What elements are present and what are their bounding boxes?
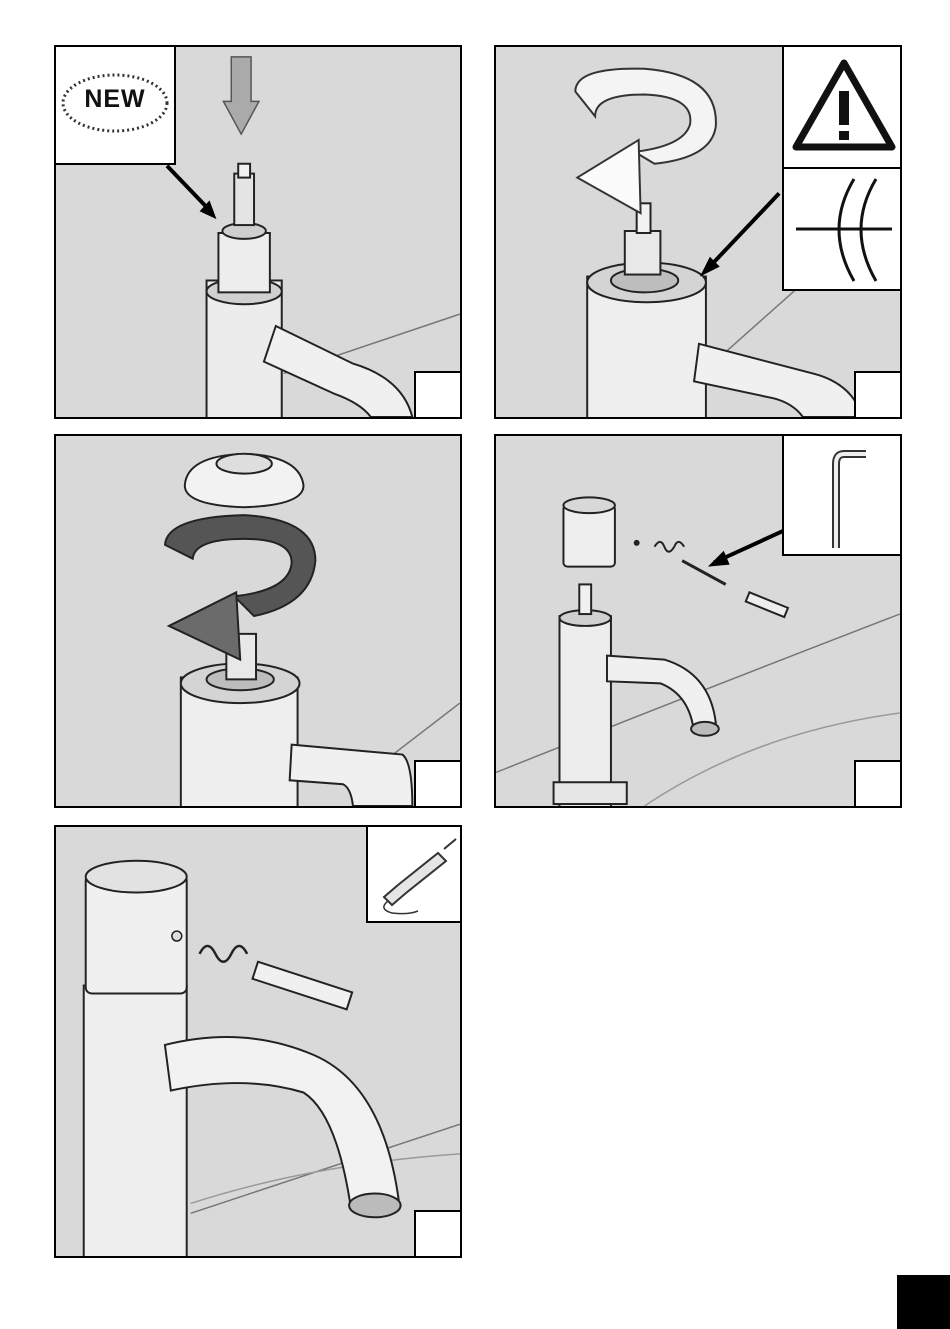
cover-cap-illustration — [56, 436, 460, 806]
clearance-inset — [782, 167, 902, 291]
step-number-box — [414, 371, 462, 419]
hex-key-inset — [782, 434, 902, 556]
panel-tighten-cartridge — [494, 45, 902, 419]
grease-syringe-icon — [368, 827, 462, 921]
panel-insert-cartridge: NEW — [54, 45, 462, 419]
clearance-gap-icon — [784, 169, 902, 289]
step-number-box — [854, 760, 902, 808]
step-number-box — [414, 760, 462, 808]
panel-fit-handle — [494, 434, 902, 808]
step-number-box — [854, 371, 902, 419]
warning-triangle-icon — [784, 47, 902, 167]
grease-inset — [366, 825, 462, 923]
new-badge-inset: NEW — [54, 45, 176, 165]
hex-key-icon — [784, 436, 902, 554]
warning-inset — [782, 45, 902, 169]
new-badge-label: NEW — [56, 85, 174, 114]
page-corner-tab — [897, 1275, 950, 1329]
panel-apply-grease — [54, 825, 462, 1258]
step-number-box — [414, 1210, 462, 1258]
panel-screw-cover — [54, 434, 462, 808]
